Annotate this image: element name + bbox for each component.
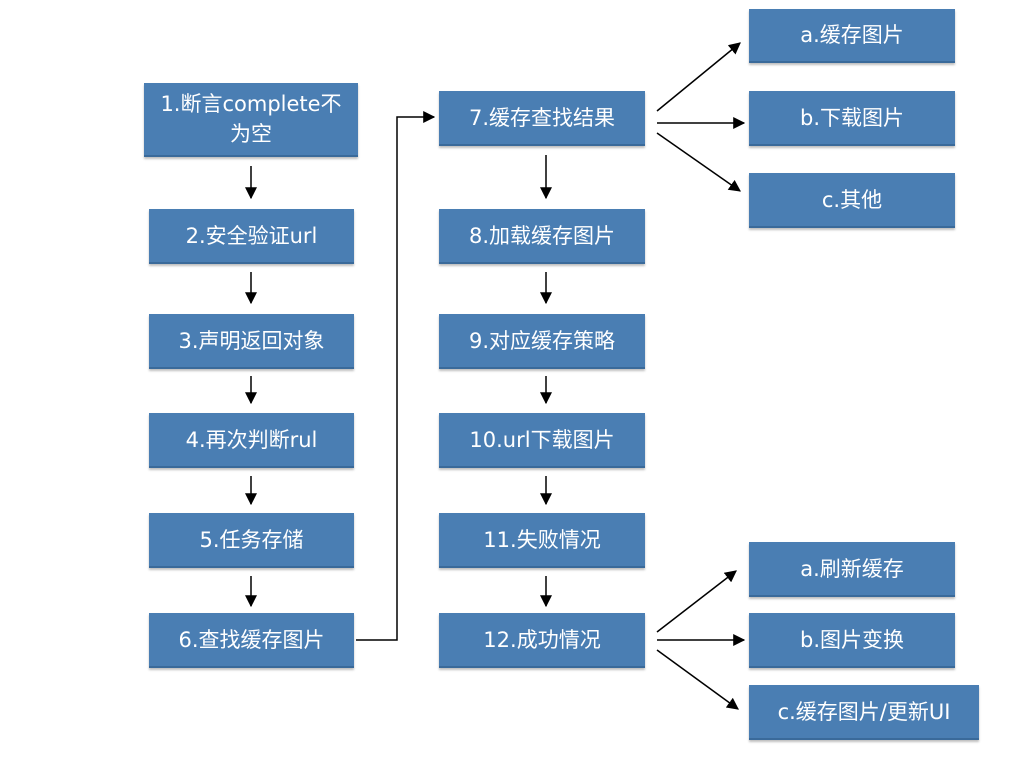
step-5-box: 5.任务存储 [149,513,354,568]
step-10-box: 10.url下载图片 [439,413,645,468]
step-7-box: 7.缓存查找结果 [439,91,645,146]
step-12-label: 12.成功情况 [483,627,601,652]
success-branch-c-label: c.缓存图片/更新UI [777,699,951,724]
step-5-label: 5.任务存储 [199,527,304,552]
arrow-12-to-a [656,570,737,633]
step-2-label: 2.安全验证url [185,223,318,248]
step-8-box: 8.加载缓存图片 [439,209,645,264]
success-branch-b-label: b.图片变换 [799,627,904,652]
arrow-7-to-a [656,42,741,112]
cache-branch-c-box: c.其他 [749,173,955,228]
step-6-box: 6.查找缓存图片 [149,613,354,668]
step-4-box: 4.再次判断rul [149,413,354,468]
cache-branch-b-box: b.下载图片 [749,91,955,146]
arrow-7-to-c [656,132,741,192]
cache-branch-a-box: a.缓存图片 [749,9,955,63]
step-11-label: 11.失败情况 [483,527,601,552]
step-4-label: 4.再次判断rul [185,427,318,452]
step-12-box: 12.成功情况 [439,613,645,668]
step-6-label: 6.查找缓存图片 [178,627,325,652]
step-2-box: 2.安全验证url [149,209,354,264]
step-8-label: 8.加载缓存图片 [468,223,616,248]
step-9-box: 9.对应缓存策略 [439,314,645,369]
success-branch-c-box: c.缓存图片/更新UI [749,685,979,740]
step-1-label: 1.断言complete不为空 [160,92,342,146]
success-branch-a-box: a.刷新缓存 [749,542,955,597]
step-11-box: 11.失败情况 [439,513,645,568]
arrow-12-to-c [656,649,739,710]
cache-branch-a-label: a.缓存图片 [800,23,904,47]
step-10-label: 10.url下载图片 [469,427,615,452]
cache-branch-b-label: b.下载图片 [799,105,904,130]
step-7-label: 7.缓存查找结果 [468,105,616,130]
cache-branch-c-label: c.其他 [821,187,883,212]
success-branch-b-box: b.图片变换 [749,613,955,668]
step-9-label: 9.对应缓存策略 [468,328,616,353]
step-3-box: 3.声明返回对象 [149,314,354,369]
step-3-label: 3.声明返回对象 [178,328,325,353]
success-branch-a-label: a.刷新缓存 [800,556,904,581]
arrow-6-to-7 [356,111,436,641]
step-1-box: 1.断言complete不为空 [144,83,358,157]
